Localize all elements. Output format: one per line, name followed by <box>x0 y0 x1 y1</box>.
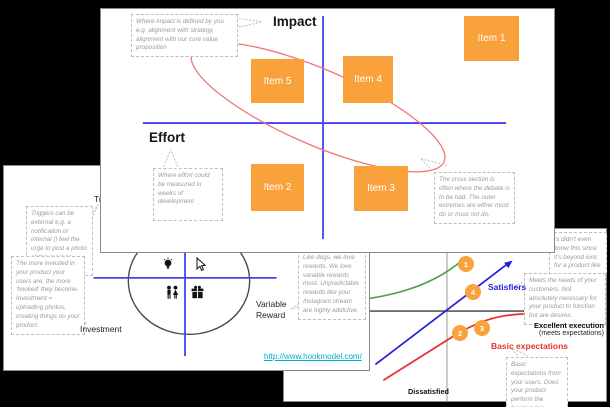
impact-effort-panel: Impact Effort Where impact is defined by… <box>100 8 555 253</box>
note-tails <box>163 17 448 172</box>
lightbulb-icon <box>163 257 173 269</box>
basic-expectations-label[interactable]: Basic expectations <box>491 341 569 351</box>
excellent-execution-label[interactable]: Excellent execution (meets expectations) <box>532 321 604 339</box>
hookmodel-link[interactable]: http://www.hookmodel.com/ <box>264 352 362 361</box>
investment-label[interactable]: Investment <box>80 324 122 334</box>
effort-definition-note[interactable]: Where effort could be measured in weeks … <box>153 168 223 221</box>
meets-expectations-line2: (meets expectations) <box>539 330 604 338</box>
cursor-icon <box>196 257 207 272</box>
dissatisfied-label[interactable]: Dissatisfied <box>408 387 449 396</box>
satisfiers-line <box>374 263 508 366</box>
item-3-card[interactable]: Item 3 <box>354 166 408 211</box>
impact-definition-note[interactable]: Where impact is defined by you e.g. alig… <box>131 14 238 58</box>
kano-satisfiers-note[interactable]: Meets the needs of your customers. Not a… <box>524 273 606 326</box>
item-5-card[interactable]: Item 5 <box>251 59 304 103</box>
investment-note[interactable]: The more invested in your product your u… <box>11 256 85 335</box>
note-tails <box>510 281 528 356</box>
marker-4[interactable]: 4 <box>465 284 481 300</box>
satisfiers-label[interactable]: Satisfiers <box>488 282 527 292</box>
marker-2[interactable]: 2 <box>452 325 468 341</box>
item-1-card[interactable]: Item 1 <box>464 16 519 61</box>
effort-label[interactable]: Effort <box>149 130 185 145</box>
excellent-execution-line1: Excellent execution <box>533 321 604 330</box>
couple-icon <box>167 285 179 299</box>
kano-partial-note[interactable]: rs didn't even know this since it's beyo… <box>549 232 607 276</box>
item-4-card[interactable]: Item 4 <box>343 56 393 103</box>
cross-section-note[interactable]: The cross section is often where the deb… <box>434 172 515 225</box>
impact-label[interactable]: Impact <box>273 14 317 29</box>
item-2-card[interactable]: Item 2 <box>251 164 304 211</box>
gift-icon <box>191 285 204 299</box>
variable-reward-label[interactable]: Variable Reward <box>256 299 287 321</box>
marker-1[interactable]: 1 <box>458 256 474 272</box>
marker-3[interactable]: 3 <box>474 320 490 336</box>
variable-reward-note[interactable]: Like dogs, we love rewards. We love vari… <box>298 250 366 320</box>
kano-basic-note[interactable]: Basic expectations from your users. Does… <box>506 357 568 407</box>
